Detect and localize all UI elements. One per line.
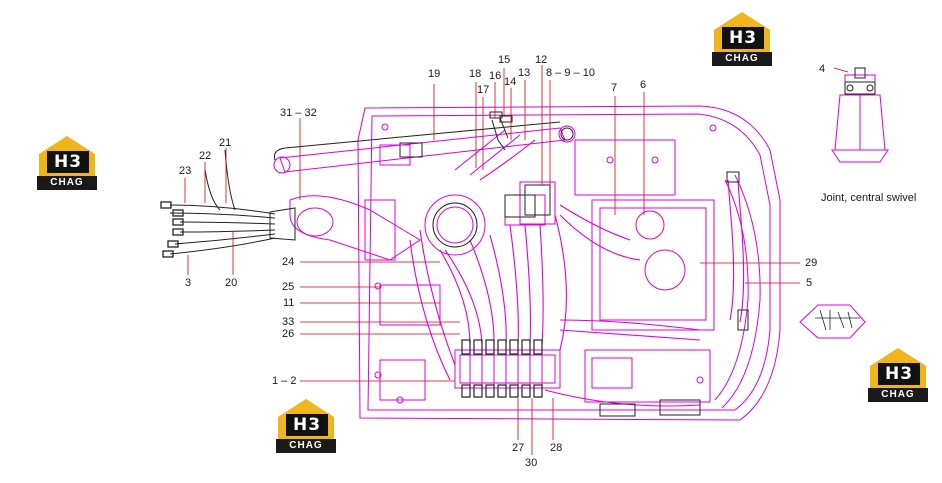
callout-4: 4 <box>819 63 826 75</box>
callout-6: 6 <box>640 79 647 91</box>
logo-brand: CHAG <box>276 439 336 453</box>
brand-logo: H3 CHAG <box>37 134 97 192</box>
callout-13: 13 <box>518 67 531 79</box>
logo-mark: H3 <box>285 413 329 437</box>
callout-19: 19 <box>428 68 441 80</box>
callout-17: 17 <box>477 84 490 96</box>
pump-compartment <box>591 199 715 331</box>
callout-1-2: 1 – 2 <box>272 375 297 387</box>
callout-20: 20 <box>225 277 238 289</box>
logo-mark: H3 <box>721 26 765 50</box>
callout-21: 21 <box>219 137 232 149</box>
callout-23: 23 <box>179 165 192 177</box>
callout-31-32: 31 – 32 <box>280 107 317 119</box>
callout-28: 28 <box>550 442 563 454</box>
callout-5: 5 <box>806 277 813 289</box>
logo-mark: H3 <box>877 362 921 386</box>
callout-14: 14 <box>504 76 517 88</box>
callout-29: 29 <box>805 257 818 269</box>
callout-30: 30 <box>525 457 538 469</box>
logo-mark: H3 <box>46 150 90 174</box>
callout-8-9-10: 8 – 9 – 10 <box>546 67 595 79</box>
logo-brand: CHAG <box>712 52 772 66</box>
callout-22: 22 <box>199 150 212 162</box>
callout-25: 25 <box>282 281 295 293</box>
callout-18: 18 <box>469 68 482 80</box>
callout-11: 11 <box>283 297 295 309</box>
callout-3: 3 <box>185 277 192 289</box>
callout-15: 15 <box>498 54 511 66</box>
callout-27: 27 <box>512 442 525 454</box>
logo-brand: CHAG <box>868 388 928 402</box>
platform-outline <box>357 105 781 421</box>
callout-16: 16 <box>489 70 502 82</box>
callout-7: 7 <box>611 82 618 94</box>
control-valve <box>454 349 561 389</box>
callout-26: 26 <box>282 328 295 340</box>
swivel-joint-caption: Joint, central swivel <box>821 192 917 204</box>
port-detail-inset <box>799 304 866 339</box>
callout-12: 12 <box>535 54 548 66</box>
callout-33: 33 <box>282 316 295 328</box>
brand-logo: H3 CHAG <box>868 346 928 404</box>
logo-brand: CHAG <box>37 176 97 190</box>
callout-24: 24 <box>282 256 295 268</box>
swing-motor <box>424 194 486 256</box>
brand-logo: H3 CHAG <box>712 10 772 68</box>
brand-logo: H3 CHAG <box>276 397 336 455</box>
